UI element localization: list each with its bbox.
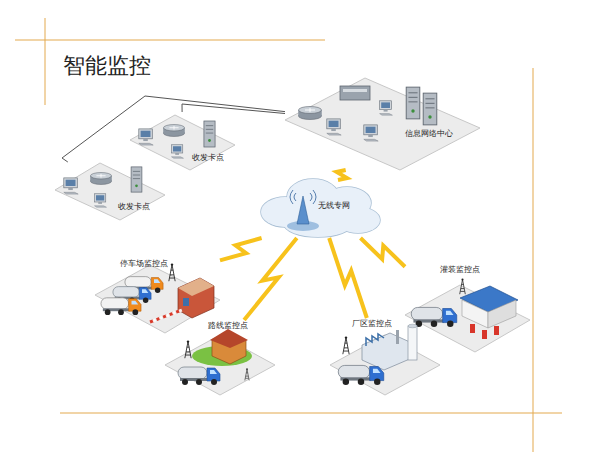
server-icon: [204, 121, 215, 147]
building-icon: [178, 278, 214, 318]
node-label: 厂区监控点: [352, 320, 392, 328]
switch-icon: [343, 89, 367, 92]
network-cable: [62, 96, 285, 162]
card-point: 收发卡点: [130, 112, 235, 170]
network-center: 信息网络中心: [285, 75, 480, 170]
truck-icon: [178, 367, 220, 385]
wireless-link: [360, 238, 405, 267]
antenna-tower: [460, 278, 466, 294]
frame-line: [45, 18, 46, 105]
factory-building: [362, 333, 412, 370]
computer-icon: [172, 145, 184, 159]
platform: [285, 78, 480, 170]
building-window: [183, 298, 189, 306]
card-point: 收发卡点: [55, 162, 165, 220]
computer-icon: [139, 129, 153, 145]
page-title: 智能监控: [63, 55, 151, 77]
building-roof: [178, 278, 214, 296]
node-label: 无线专网: [318, 202, 350, 210]
node-label: 停车场监控点: [120, 260, 168, 268]
antenna-tower: [343, 336, 349, 354]
filling-scene: [405, 278, 530, 352]
barrier-gate: [150, 310, 182, 322]
fuel-pump: [470, 324, 475, 333]
parking-scene: [95, 263, 220, 333]
frame-line: [533, 68, 534, 452]
server-icon: [131, 167, 142, 192]
node-label: 灌装监控点: [440, 266, 480, 274]
fuel-pump: [494, 326, 499, 335]
platform: [130, 115, 235, 170]
switch-icon: [340, 86, 370, 100]
cloud-part: [284, 211, 352, 237]
wireless-link: [337, 170, 347, 180]
wireless-link: [244, 238, 297, 320]
card-point-scene: [130, 115, 235, 170]
router-icon: [163, 125, 184, 137]
monitor-point: 厂区监控点: [330, 318, 440, 395]
wireless-cloud: 无线专网: [248, 180, 383, 238]
platform: [405, 285, 530, 352]
computer-icon: [64, 178, 78, 194]
router-icon: [90, 173, 111, 185]
factory-scene: [330, 324, 440, 395]
monitor-point: 路线监控点: [165, 320, 275, 395]
network-cable: [182, 104, 285, 114]
node-label: 收发卡点: [192, 154, 224, 162]
frame-line: [60, 413, 562, 414]
node-label: 收发卡点: [118, 203, 150, 211]
building-roof: [210, 329, 248, 348]
radio-waves: [290, 190, 316, 204]
route-scene: [165, 329, 275, 395]
server-icon: [423, 93, 437, 125]
silo: [408, 326, 417, 360]
computer-icon: [327, 119, 341, 135]
platform: [95, 265, 220, 333]
frame-line: [15, 40, 325, 41]
radio-tower: [297, 196, 309, 224]
cloud-shape: [261, 179, 380, 237]
antenna-tower: [169, 263, 175, 281]
computer-icon: [380, 101, 393, 115]
silo-top: [408, 324, 417, 328]
monitor-point: 停车场监控点: [95, 255, 220, 333]
computer-icon: [95, 194, 107, 208]
station-building: [462, 300, 488, 328]
card-point-scene: [55, 163, 165, 220]
fuel-pump: [482, 330, 487, 339]
wireless-link: [220, 238, 262, 260]
truck-icon: [101, 298, 141, 315]
station-building: [488, 300, 516, 328]
computer-icon: [364, 125, 378, 141]
chimney: [396, 330, 399, 344]
node-label: 信息网络中心: [405, 130, 453, 138]
router-icon: [299, 107, 322, 120]
antenna-tower: [185, 340, 191, 358]
antenna-tower: [245, 368, 249, 380]
cloud-part: [284, 211, 352, 237]
network-center-scene: [285, 78, 480, 170]
node-label: 路线监控点: [208, 322, 248, 330]
monitor-point: 灌装监控点: [405, 262, 530, 352]
wireless-link: [329, 238, 367, 318]
frame-lines: [15, 18, 562, 452]
truck-icon: [338, 365, 384, 385]
truck-icon: [411, 307, 457, 327]
server-icon: [406, 87, 420, 119]
platform: [55, 163, 165, 220]
factory-roof: [366, 334, 384, 346]
barrier-gate: [150, 310, 182, 322]
